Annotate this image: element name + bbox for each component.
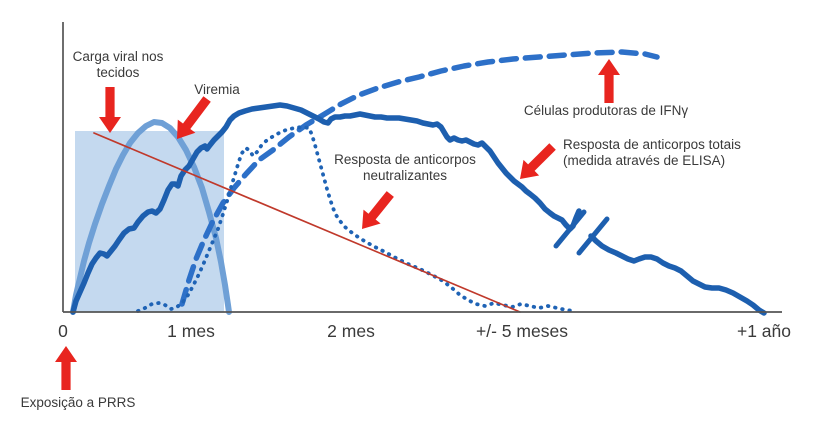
series-elisa-1: [70, 102, 582, 315]
arrow-neutralizantes-icon: [362, 191, 394, 229]
label-viremia: Viremia: [194, 82, 240, 97]
x-tick-0: 0: [58, 321, 68, 341]
arrow-viremia-icon: [177, 96, 211, 139]
arrow-exposicao-icon: [55, 346, 77, 390]
label-carga-viral-tecidos: Carga viral nos tecidos: [72, 49, 164, 80]
x-tick-4: +1 año: [736, 321, 792, 341]
series-carga-viral-tecidos: [93, 132, 521, 313]
series-neutralizantes: [136, 125, 576, 313]
series-elisa-2: [588, 233, 767, 316]
arrow-elisa-icon: [520, 143, 556, 179]
arrow-carga-viral-icon: [99, 87, 121, 133]
label-anticorpos-totais-elisa: Resposta de anticorpos totais (medida at…: [563, 137, 741, 168]
x-tick-2: 2 mes: [327, 321, 375, 341]
series-break-slash-2: [576, 216, 610, 256]
arrow-ifny-icon: [598, 59, 620, 103]
label-exposicao-prrs: Exposição a PRRS: [20, 395, 136, 410]
label-celulas-ifny: Células produtoras de IFNγ: [523, 103, 689, 118]
highlight-region: [75, 131, 224, 312]
x-tick-3: +/- 5 meses: [476, 321, 568, 341]
series-break-slash-1: [553, 209, 587, 249]
label-anticorpos-neutralizantes: Resposta de anticorpos neutralizantes: [334, 152, 476, 183]
x-tick-1: 1 mes: [167, 321, 215, 341]
series-ifny: [179, 49, 660, 307]
